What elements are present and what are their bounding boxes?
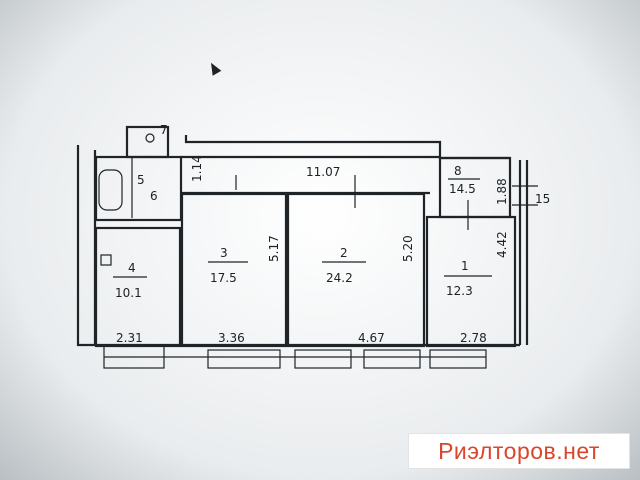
room-3-area: 17.5 <box>210 271 237 285</box>
windows <box>103 345 487 369</box>
watermark-logo: Риэлторов.нет <box>408 433 630 469</box>
room-2-walls <box>286 192 426 348</box>
room-3-number: 3 <box>220 246 228 260</box>
room1-depth: 4.42 <box>495 231 509 258</box>
room-4-area: 10.1 <box>115 286 142 300</box>
width-2: 4.67 <box>358 331 385 345</box>
room-1-number: 1 <box>461 259 469 273</box>
sink-icon <box>100 254 112 266</box>
room-6-number: 6 <box>150 189 158 203</box>
width-3: 3.36 <box>218 331 245 345</box>
corridor-width: 1.14 <box>190 155 204 182</box>
width-4: 2.31 <box>116 331 143 345</box>
room-4-number: 4 <box>128 261 136 275</box>
room-8-area: 14.5 <box>449 182 476 196</box>
room-5-number: 5 <box>137 173 145 187</box>
bathtub-icon <box>98 169 123 211</box>
room3-depth: 5.17 <box>267 235 281 262</box>
toilet-icon <box>145 133 155 143</box>
room-8-walls <box>438 156 512 219</box>
corridor-length: 11.07 <box>306 165 340 179</box>
room-7-number: 7 <box>160 123 168 137</box>
bathroom-block <box>94 125 183 222</box>
room-2-number: 2 <box>340 246 348 260</box>
room-1-area: 12.3 <box>446 284 473 298</box>
room-3-walls <box>180 192 288 348</box>
room-8-number: 8 <box>454 164 462 178</box>
room-2-area: 24.2 <box>326 271 353 285</box>
room2-depth: 5.20 <box>401 235 415 262</box>
room8-width: 1.88 <box>495 178 509 205</box>
width-1: 2.78 <box>460 331 487 345</box>
marker-label: 15 <box>535 192 550 206</box>
